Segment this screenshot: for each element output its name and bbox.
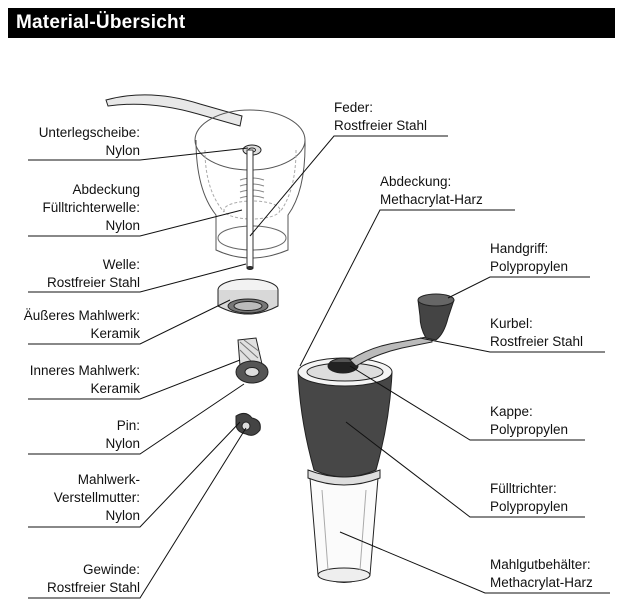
label-mutter-part1: Mahlwerk-: [78, 472, 140, 487]
label-fuelltrichter-material: Polypropylen: [490, 499, 568, 514]
label-aeusseres-material: Keramik: [90, 326, 140, 341]
label-unterlegscheibe-material: Nylon: [105, 143, 140, 158]
label-feder-part: Feder:: [334, 100, 373, 115]
adjustment-nut: [235, 412, 261, 436]
label-abdeckung-material: Methacrylat-Harz: [380, 192, 483, 207]
label-kappe-part: Kappe:: [490, 404, 533, 419]
hopper-assembly: [105, 94, 306, 270]
outer-burr: [217, 278, 279, 315]
label-kurbel-part: Kurbel:: [490, 316, 533, 331]
label-behaelter-part: Mahlgutbehälter:: [490, 557, 591, 572]
leader-lines: [28, 135, 610, 599]
label-unterlegscheibe-part: Unterlegscheibe:: [39, 125, 140, 140]
inner-burr: [235, 337, 269, 384]
label-inneres-part: Inneres Mahlwerk:: [30, 363, 140, 378]
label-abdeckung-part: Abdeckung:: [380, 174, 451, 189]
label-kurbel-material: Rostfreier Stahl: [490, 334, 583, 349]
label-aeusseres-part: Äußeres Mahlwerk:: [24, 308, 140, 323]
label-kappe-material: Polypropylen: [490, 422, 568, 437]
label-feder-material: Rostfreier Stahl: [334, 118, 427, 133]
labels: Unterlegscheibe: Nylon Abdeckung Fülltri…: [24, 100, 593, 595]
label-welle-material: Rostfreier Stahl: [47, 275, 140, 290]
label-welle-part: Welle:: [103, 257, 140, 272]
title-bar: Material-Übersicht: [8, 8, 615, 38]
label-handgriff-material: Polypropylen: [490, 259, 568, 274]
label-abdeckung-welle-part1: Abdeckung: [72, 182, 140, 197]
label-inneres-material: Keramik: [90, 381, 140, 396]
label-mutter-material: Nylon: [105, 508, 140, 523]
label-gewinde-material: Rostfreier Stahl: [47, 580, 140, 595]
label-mutter-part2: Verstellmutter:: [54, 490, 140, 505]
label-abdeckung-welle-material: Nylon: [105, 218, 140, 233]
page-title: Material-Übersicht: [16, 12, 186, 33]
label-fuelltrichter-part: Fülltrichter:: [490, 481, 557, 496]
label-gewinde-part: Gewinde:: [83, 562, 140, 577]
label-handgriff-part: Handgriff:: [490, 241, 548, 256]
label-abdeckung-welle-part2: Fülltrichterwelle:: [42, 200, 140, 215]
assembled-grinder: [297, 293, 455, 583]
label-behaelter-material: Methacrylat-Harz: [490, 575, 593, 590]
label-pin-part: Pin:: [117, 418, 140, 433]
label-pin-material: Nylon: [105, 436, 140, 451]
